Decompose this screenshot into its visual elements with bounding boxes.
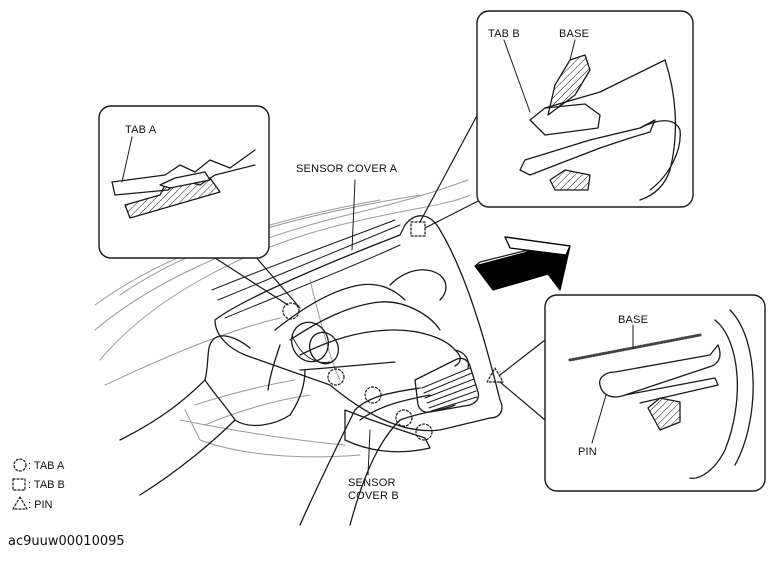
label-tab-a: TAB A — [125, 124, 157, 136]
legend-tab-a-label: : TAB A — [28, 460, 65, 472]
label-sensor-cover-a: SENSOR COVER A — [296, 163, 398, 175]
label-base-top: BASE — [559, 28, 590, 40]
wristwatch — [290, 321, 340, 365]
label-sensor-cover-b-line1: SENSOR — [348, 477, 396, 489]
detail-box-pin — [544, 294, 766, 492]
label-tab-b: TAB B — [488, 28, 520, 40]
detail-box-tab-a — [98, 105, 270, 259]
legend-pin-label: : PIN — [28, 499, 53, 511]
legend-tab-b: : TAB B — [28, 477, 65, 493]
label-base-right: BASE — [618, 314, 649, 326]
legend-symbols — [12, 458, 28, 510]
tab-b-marker — [410, 221, 426, 237]
detail-box-tab-b — [476, 10, 694, 208]
label-pin: PIN — [578, 446, 597, 458]
vent-grill — [414, 357, 480, 413]
sensor-cover-a-shape — [211, 215, 503, 432]
figure-id: ac9uuw00010095 — [8, 534, 125, 549]
tab-a-markers — [282, 302, 433, 441]
removal-arrow — [474, 236, 571, 291]
label-sensor-cover-b-line2: COVER B — [348, 490, 399, 502]
sensor-cover-b-shape — [344, 409, 431, 453]
legend-tab-a: : TAB A — [28, 458, 64, 474]
legend-pin: : PIN — [28, 497, 52, 513]
pin-marker — [486, 367, 504, 383]
legend-tab-b-label: : TAB B — [28, 479, 65, 491]
